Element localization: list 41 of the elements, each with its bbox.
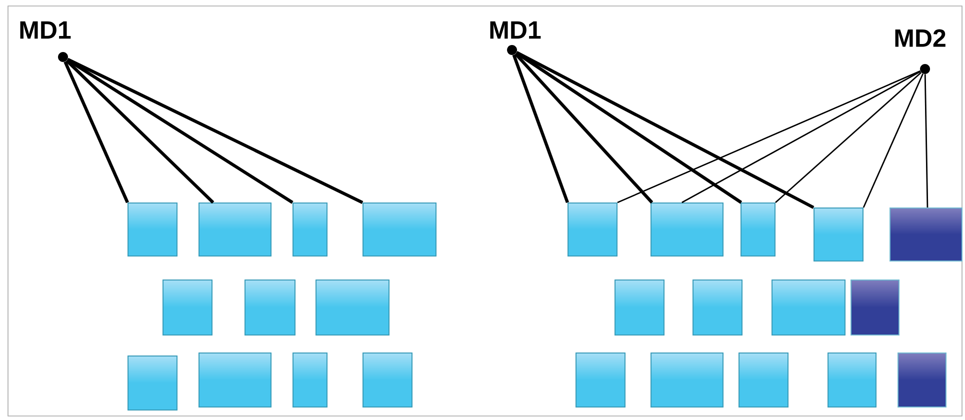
square-block [244,280,296,336]
connector-line [514,52,654,204]
connector-line [512,54,570,204]
square-block [738,352,789,408]
square-block [614,280,664,336]
square-block [198,202,272,256]
connector-line [66,59,214,204]
connector-line [66,58,294,204]
square-block [162,280,212,336]
square-block [316,280,390,336]
connector-line [924,74,928,208]
square-block [362,352,412,408]
square-block [772,280,846,336]
node-label: MD2 [895,29,946,47]
connector-line [775,72,922,204]
connector-line [862,73,924,208]
node-label: MD1 [20,21,71,39]
square-block [568,202,618,256]
connector-line [516,50,814,209]
square-block [650,202,724,256]
connector-line [682,70,921,204]
square-block [128,356,178,410]
square-block [198,352,272,408]
square-block [576,352,626,408]
node-label: MD1 [490,21,541,39]
square-block [692,280,743,336]
square-block [890,208,963,262]
square-block [362,202,436,256]
square-block [898,352,947,408]
connector-line [515,52,742,204]
square-block [128,202,178,256]
connector-line [64,61,129,204]
square-block [850,280,900,336]
square-block [740,202,776,256]
connector-line [66,58,364,204]
connector-line [617,70,921,204]
square-block [814,208,864,262]
square-block [292,352,328,408]
square-block [650,352,724,408]
square-block [828,352,877,408]
square-block [292,202,328,256]
